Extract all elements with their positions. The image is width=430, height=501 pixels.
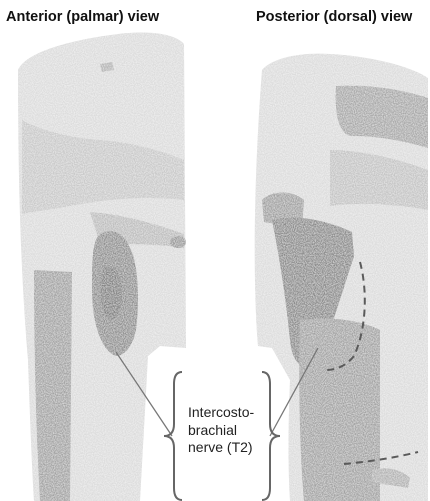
posterior-medial-zone	[299, 318, 380, 501]
anterior-lateral-zone	[34, 270, 72, 501]
nerve-label-line-1: Intercosto-	[188, 404, 254, 422]
posterior-arm	[255, 54, 428, 501]
nerve-label-line-2: brachial	[188, 422, 254, 440]
anterior-axilla-spot	[170, 236, 186, 248]
anterior-arm	[18, 32, 186, 501]
right-brace	[262, 372, 280, 500]
left-brace	[164, 372, 182, 500]
nerve-label-line-3: nerve (T2)	[188, 439, 254, 457]
nerve-label: Intercosto- brachial nerve (T2)	[188, 404, 254, 457]
